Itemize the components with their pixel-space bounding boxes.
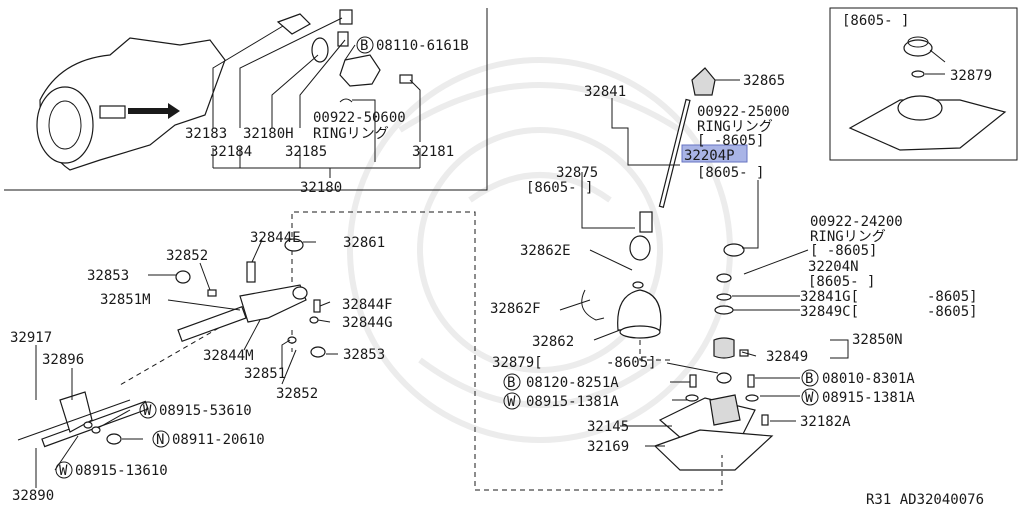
label-08915-1381A-right: 08915-1381A	[822, 390, 915, 406]
marker-b-08120: B	[507, 375, 515, 391]
label-32844M: 32844M	[203, 348, 254, 364]
leader-lines-center	[559, 79, 849, 447]
label-inset-range: [8605- ]	[842, 13, 909, 29]
label-08911-20610: 08911-20610	[172, 432, 265, 448]
label-32862: 32862	[532, 334, 574, 350]
label-32180H: 32180H	[243, 126, 294, 142]
label-32849C: 32849C[	[800, 304, 859, 320]
shift-bracket-parts	[276, 9, 413, 103]
label-08120-8251A: 08120-8251A	[526, 375, 619, 391]
label-32204N-range: [8605- ]	[808, 274, 875, 290]
label-32145: 32145	[587, 419, 629, 435]
circle-markers	[55, 36, 819, 479]
label-ring-24200-range: [ -8605]	[810, 243, 877, 259]
label-32851M: 32851M	[100, 292, 151, 308]
label-32841G-range: -8605]	[927, 289, 978, 305]
shift-rod-linkage	[17, 238, 326, 448]
label-32185: 32185	[285, 144, 327, 160]
leader-lines-top-left	[212, 17, 421, 178]
label-32852-bottom: 32852	[276, 386, 318, 402]
label-32853-left: 32853	[87, 268, 129, 284]
inset-drawing	[848, 36, 1007, 151]
label-32183: 32183	[185, 126, 227, 142]
label-00922-25000: 00922-25000	[697, 104, 790, 120]
label-32851: 32851	[244, 366, 286, 382]
label-32204P: 32204P	[684, 148, 735, 164]
label-32841G: 32841G[	[800, 289, 859, 305]
marker-w-1381b: W	[805, 390, 814, 406]
label-32181: 32181	[412, 144, 454, 160]
marker-w-13610: W	[59, 463, 68, 479]
label-32169: 32169	[587, 439, 629, 455]
label-ring-24200: RINGリング	[810, 229, 886, 245]
label-32896: 32896	[42, 352, 84, 368]
label-32182A: 32182A	[800, 414, 851, 430]
label-32844F: 32844F	[342, 297, 393, 313]
label-08915-53610: 08915-53610	[159, 403, 252, 419]
label-32917: 32917	[10, 330, 52, 346]
label-32844G: 32844G	[342, 315, 393, 331]
panel-frames	[4, 7, 1018, 191]
label-08110-6161B: 08110-6161B	[376, 38, 469, 54]
footer-code: R31 AD32040076	[866, 492, 984, 508]
marker-n-20610: N	[156, 432, 164, 448]
label-32852-top: 32852	[166, 248, 208, 264]
label-32875: 32875	[556, 165, 598, 181]
label-inset-32879: 32879	[950, 68, 992, 84]
label-32204P-range: [8605- ]	[697, 165, 764, 181]
label-32853-right: 32853	[343, 347, 385, 363]
label-32865: 32865	[743, 73, 785, 89]
part-labels: B W N W B W B W 32183 32180H 32184 32185…	[10, 13, 992, 508]
label-ring-25000-range: [ -8605]	[697, 133, 764, 149]
label-08010-8301A: 08010-8301A	[822, 371, 915, 387]
label-32861: 32861	[343, 235, 385, 251]
label-32875-range: [8605- ]	[526, 180, 593, 196]
label-ring-50600: RINGリング	[313, 126, 389, 142]
transmission-drawing	[36, 37, 226, 171]
label-08915-1381A-left: 08915-1381A	[526, 394, 619, 410]
leader-lines-left	[35, 239, 338, 488]
label-32879: 32879[	[492, 355, 543, 371]
label-32862F: 32862F	[490, 301, 541, 317]
marker-w-53610: W	[143, 403, 152, 419]
label-32180: 32180	[300, 180, 342, 196]
label-32849: 32849	[766, 349, 808, 365]
label-32890: 32890	[12, 488, 54, 504]
label-32841: 32841	[584, 84, 626, 100]
label-ring-25000: RINGリング	[697, 119, 773, 135]
label-32844E: 32844E	[250, 230, 301, 246]
highlight-32204P	[681, 144, 748, 163]
label-08915-13610: 08915-13610	[75, 463, 168, 479]
label-32879-range: -8605]	[606, 355, 657, 371]
marker-w-1381a: W	[507, 394, 516, 410]
label-00922-24200: 00922-24200	[810, 214, 903, 230]
label-32850N: 32850N	[852, 332, 903, 348]
marker-b-08110: B	[360, 38, 368, 54]
label-32184: 32184	[210, 144, 252, 160]
label-32204N: 32204N	[808, 259, 859, 275]
marker-b-08010: B	[805, 371, 813, 387]
shift-lever-assembly	[581, 67, 774, 471]
label-32849C-range: -8605]	[927, 304, 978, 320]
label-00922-50600: 00922-50600	[313, 110, 406, 126]
label-32862E: 32862E	[520, 243, 571, 259]
